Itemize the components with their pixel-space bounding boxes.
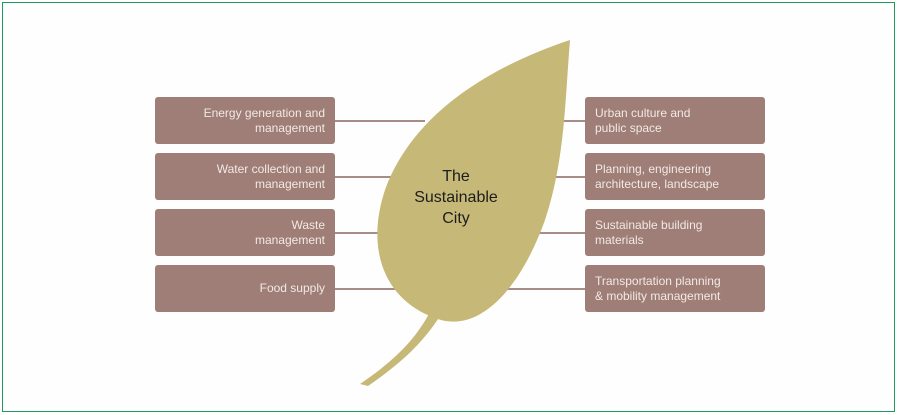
left-box-food: Food supply (155, 265, 335, 312)
leaf-stem (360, 312, 440, 386)
center-title: The Sustainable City (414, 168, 498, 227)
left-box-water: Water collection and management (155, 153, 335, 200)
left-box-label: Waste management (254, 217, 325, 247)
right-box-label: Transportation planning & mobility manag… (595, 273, 721, 303)
left-box-waste: Waste management (155, 209, 335, 256)
right-box-materials: Sustainable building materials (585, 209, 765, 256)
connector-line-left-4 (335, 288, 400, 290)
connector-line-left-1 (335, 120, 425, 122)
connector-line-left-2 (335, 176, 405, 178)
left-box-energy: Energy generation and management (155, 97, 335, 144)
right-box-planning: Planning, engineering architecture, land… (585, 153, 765, 200)
right-box-label: Urban culture and public space (595, 105, 691, 135)
connector-line-right-4 (490, 288, 585, 290)
right-box-urban-culture: Urban culture and public space (585, 97, 765, 144)
connector-line-right-3 (528, 232, 585, 234)
connector-line-left-3 (335, 232, 395, 234)
leaf-blade (377, 40, 570, 322)
left-box-label: Food supply (259, 281, 325, 295)
connector-line-right-1 (555, 120, 585, 122)
right-box-label: Sustainable building materials (595, 217, 703, 247)
connector-line-right-2 (540, 176, 585, 178)
left-box-label: Water collection and management (216, 161, 325, 191)
right-box-transportation: Transportation planning & mobility manag… (585, 265, 765, 312)
left-box-label: Energy generation and management (203, 105, 325, 135)
right-box-label: Planning, engineering architecture, land… (595, 161, 720, 191)
